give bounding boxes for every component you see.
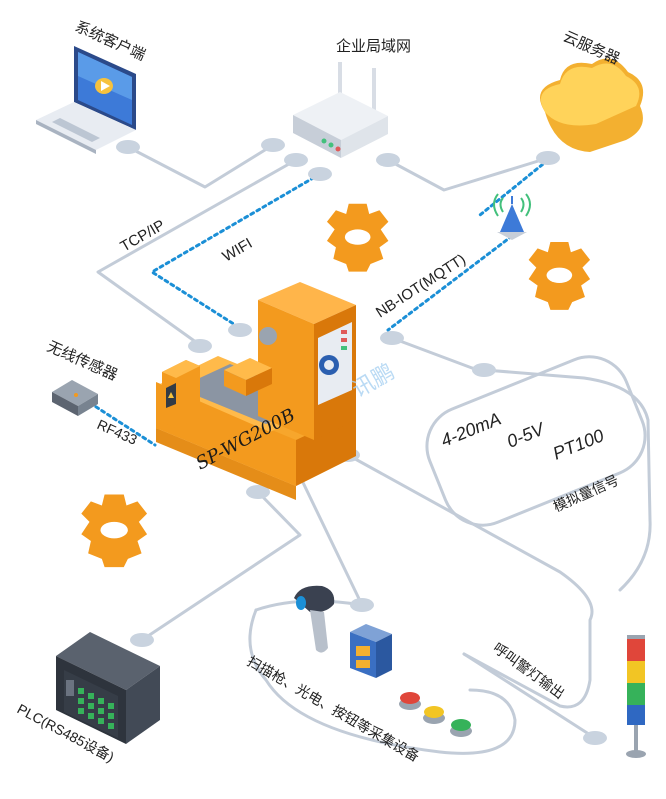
- plc-icon: [56, 632, 160, 744]
- label-nbiot: NB-IOT(MQTT): [373, 251, 469, 322]
- gear-icon-medium: [528, 242, 591, 310]
- label-rf433: RF433: [95, 416, 140, 448]
- connection-lines: [96, 143, 652, 755]
- signal-tower-icon: [493, 193, 531, 240]
- label-scanner: 扫描枪、光电、按钮等采集设备: [245, 653, 423, 765]
- scanner-icon: [294, 585, 335, 653]
- gear-icon-small: [326, 203, 389, 272]
- gear-icon-large: [81, 494, 148, 568]
- analog-signal-2: 0-5V: [504, 418, 549, 452]
- label-lan: 企业局域网: [336, 37, 411, 55]
- buttons-icon: [399, 692, 472, 737]
- tower-light-icon: [626, 635, 646, 758]
- photo-sensor-icon: [350, 624, 392, 678]
- machine-icon: [156, 282, 356, 500]
- analog-signal-3: PT100: [550, 425, 607, 463]
- wireless-sensor-icon: [52, 380, 98, 416]
- laptop-icon: [36, 46, 136, 154]
- label-alarm: 呼叫警灯输出: [490, 639, 567, 701]
- cloud-icon: [540, 58, 644, 152]
- connection-nodes: [116, 138, 607, 745]
- wireless-links: [88, 158, 550, 447]
- label-analog: 模拟量信号: [551, 472, 621, 515]
- label-wifi: WIFI: [220, 235, 256, 266]
- router-icon: [293, 62, 388, 158]
- label-cloud: 云服务器: [560, 28, 622, 68]
- label-wireless-sensor: 无线传感器: [44, 338, 119, 384]
- analog-signal-box: [425, 355, 647, 527]
- analog-signal-1: 4-20mA: [438, 409, 504, 451]
